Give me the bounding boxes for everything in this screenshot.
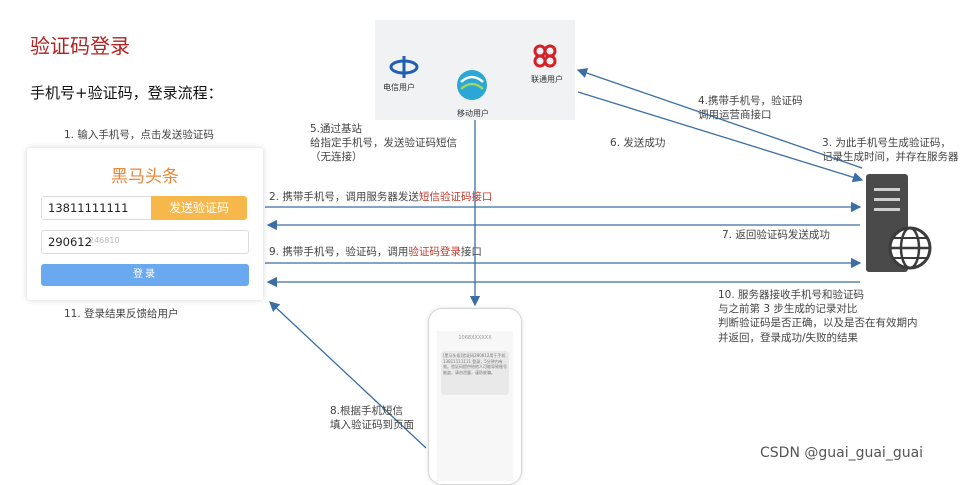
step10-label: 10. 服务器接收手机号和验证码 与之前第 3 步生成的记录对比 判断验证码是否… [718,288,918,345]
step10-line3: 判断验证码是否正确，以及是否在有效期内 [718,317,918,330]
code-placeholder: 246810 [89,236,120,245]
step2-highlight: 短信验证码接口 [418,191,493,203]
step4-line1: 4.携带手机号，验证码 [698,95,803,107]
step5-line2: 给指定手机号，发送验证码短信 [310,137,457,150]
server-slot [874,188,900,191]
step2-text: 2. 携带手机号，调用服务器发送 [269,191,419,203]
step3-label: 3. 为此手机号生成验证码， 记录生成时间，并存在服务器 [822,136,959,164]
step4-line2: 调用运营商接口 [698,109,772,122]
server-slot [874,208,900,211]
step10-line4: 并返回，登录成功/失败的结果 [718,331,859,344]
step11-label: 11. 登录结果反馈给用户 [64,308,179,320]
step5-line3: （无连接） [310,151,363,164]
step9-text: 9. 携带手机号，验证码，调用 [269,246,409,258]
step7-label: 7. 返回验证码发送成功 [722,229,830,241]
telecom-logo-icon [389,56,419,78]
page-title: 验证码登录 [30,34,130,58]
step9-highlight: 验证码登录 [408,246,461,258]
sms-sender: 1068XXXXXX [458,335,492,341]
page-subtitle: 手机号+验证码，登录流程： [30,84,223,102]
step3-line1: 3. 为此手机号生成验证码， [822,137,951,149]
step9-label: 9. 携带手机号，验证码，调用验证码登录接口 [269,245,482,259]
code-input[interactable]: 290612 [41,230,249,254]
step4-label: 4.携带手机号，验证码 调用运营商接口 [698,94,803,122]
brand-title: 黑马头条 [111,167,179,187]
unicom-label: 联通用户 [531,75,563,84]
arrow-step8 [269,301,427,449]
step10-line1: 10. 服务器接收手机号和验证码 [718,289,865,301]
telecom-label: 电信用户 [383,83,415,92]
step5-label: 5.通过基站 给指定手机号，发送验证码短信 （无连接） [310,122,457,165]
step8-line1: 8.根据手机短信 [330,405,404,417]
login-button[interactable]: 登录 [41,264,249,286]
step10-line2: 与之前第 3 步生成的记录对比 [718,303,858,316]
watermark: CSDN @guai_guai_guai [760,445,924,461]
phone-input[interactable]: 13811111111 [41,196,158,220]
step1-label: 1. 输入手机号，点击发送验证码 [64,129,214,141]
send-code-button[interactable]: 发送验证码 [151,196,247,220]
carriers-box: 电信用户 移动用户 联通用户 [375,20,575,120]
globe-icon [888,226,932,270]
mobile-logo-icon [457,70,487,100]
arrow-step4 [576,68,863,169]
unicom-logo-icon [533,44,557,68]
step8-label: 8.根据手机短信 填入验证码到页面 [330,404,414,432]
phone-screen: 1068XXXXXX [黑马头条]验证码290612用于手机 138111111… [437,331,513,481]
step6-label: 6. 发送成功 [610,137,666,149]
phone-mockup: 1068XXXXXX [黑马头条]验证码290612用于手机 138111111… [428,308,522,485]
server-slot [874,198,900,201]
arrow-step6 [577,91,864,183]
step8-line2: 填入验证码到页面 [330,419,414,432]
step9-text-end: 接口 [460,246,482,258]
step5-line1: 5.通过基站 [310,123,363,135]
mobile-label: 移动用户 [457,109,489,118]
step2-label: 2. 携带手机号，调用服务器发送短信验证码接口 [269,190,492,204]
login-card: 黑马头条 13811111111 发送验证码 290612 246810 登录 [27,148,263,300]
sms-message: [黑马头条]验证码290612用于手机 13811111111 登录，5分钟内有… [441,351,509,395]
step3-line2: 记录生成时间，并存在服务器 [822,151,959,164]
